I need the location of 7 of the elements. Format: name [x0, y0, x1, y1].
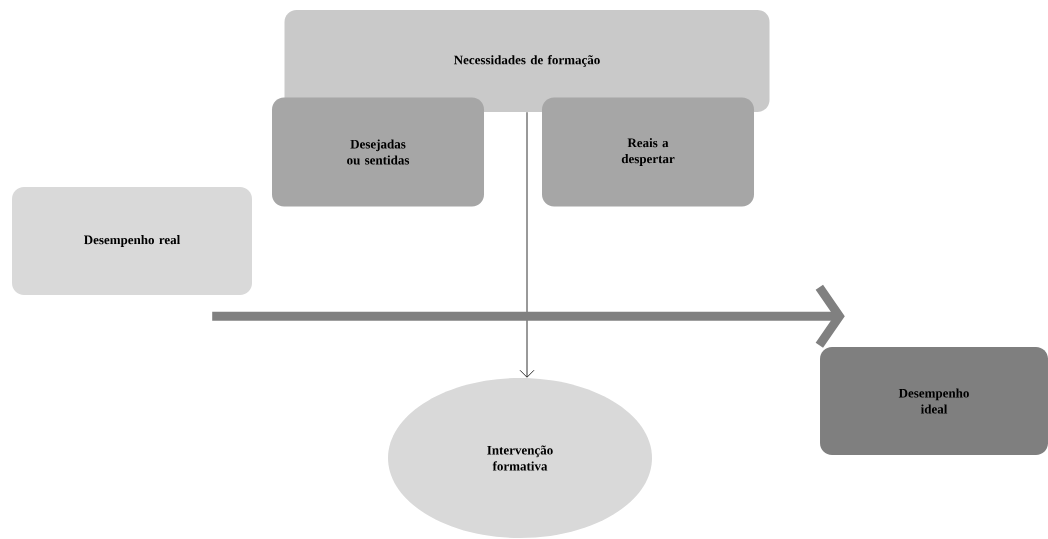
process-box: Reais a despertar	[542, 97, 754, 207]
process-box: Desempenho ideal	[820, 347, 1048, 455]
arrow	[212, 284, 845, 348]
process-box: Desejadas ou sentidas	[272, 97, 484, 207]
arrow	[519, 111, 535, 378]
process-box: Desempenho real	[12, 187, 252, 295]
ellipse-node: Intervenção formativa	[388, 378, 652, 538]
